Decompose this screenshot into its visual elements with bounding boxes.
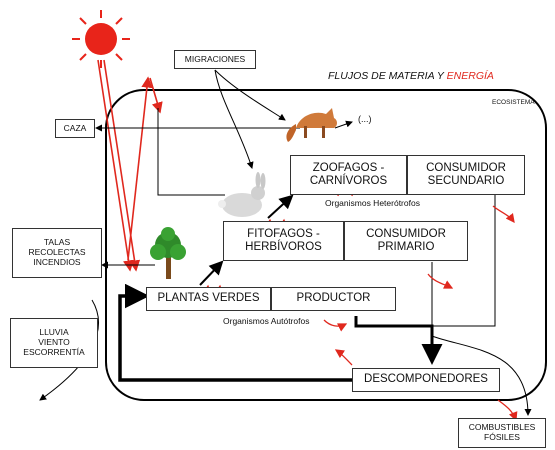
productor-box: PRODUCTOR — [271, 287, 396, 311]
ecosystem-label: ECOSISTEMA — [492, 99, 535, 106]
consumidor-secundario-box: CONSUMIDOR SECUNDARIO — [407, 155, 525, 195]
migraciones-box: MIGRACIONES — [174, 50, 256, 69]
fitofagos-box: FITOFAGOS - HERBÍVOROS — [223, 221, 344, 261]
ellipsis-label: (...) — [358, 114, 372, 124]
ecosystem-frame — [105, 89, 547, 401]
plantas-verdes-box: PLANTAS VERDES — [146, 287, 271, 311]
descomponedores-box: DESCOMPONEDORES — [352, 368, 500, 392]
rabbit-icon — [218, 172, 266, 217]
zoofagos-box: ZOOFAGOS - CARNÍVOROS — [290, 155, 407, 195]
caza-box: CAZA — [55, 119, 95, 138]
diagram-title: FLUJOS DE MATERIA Y ENERGÍA — [328, 70, 494, 82]
autotrofos-label: Organismos Autótrofos — [223, 316, 310, 326]
heterotrofos-label: Organismos Heterótrofos — [325, 198, 420, 208]
combustibles-box: COMBUSTIBLES FÓSILES — [458, 418, 546, 448]
talas-box: TALAS RECOLECTAS INCENDIOS — [12, 228, 102, 278]
fox-icon — [286, 108, 337, 142]
lluvia-box: LLUVIA VIENTO ESCORRENTÍA — [10, 318, 98, 368]
tree-icon — [150, 227, 186, 279]
consumidor-primario-box: CONSUMIDOR PRIMARIO — [344, 221, 468, 261]
sun-icon — [72, 10, 130, 68]
